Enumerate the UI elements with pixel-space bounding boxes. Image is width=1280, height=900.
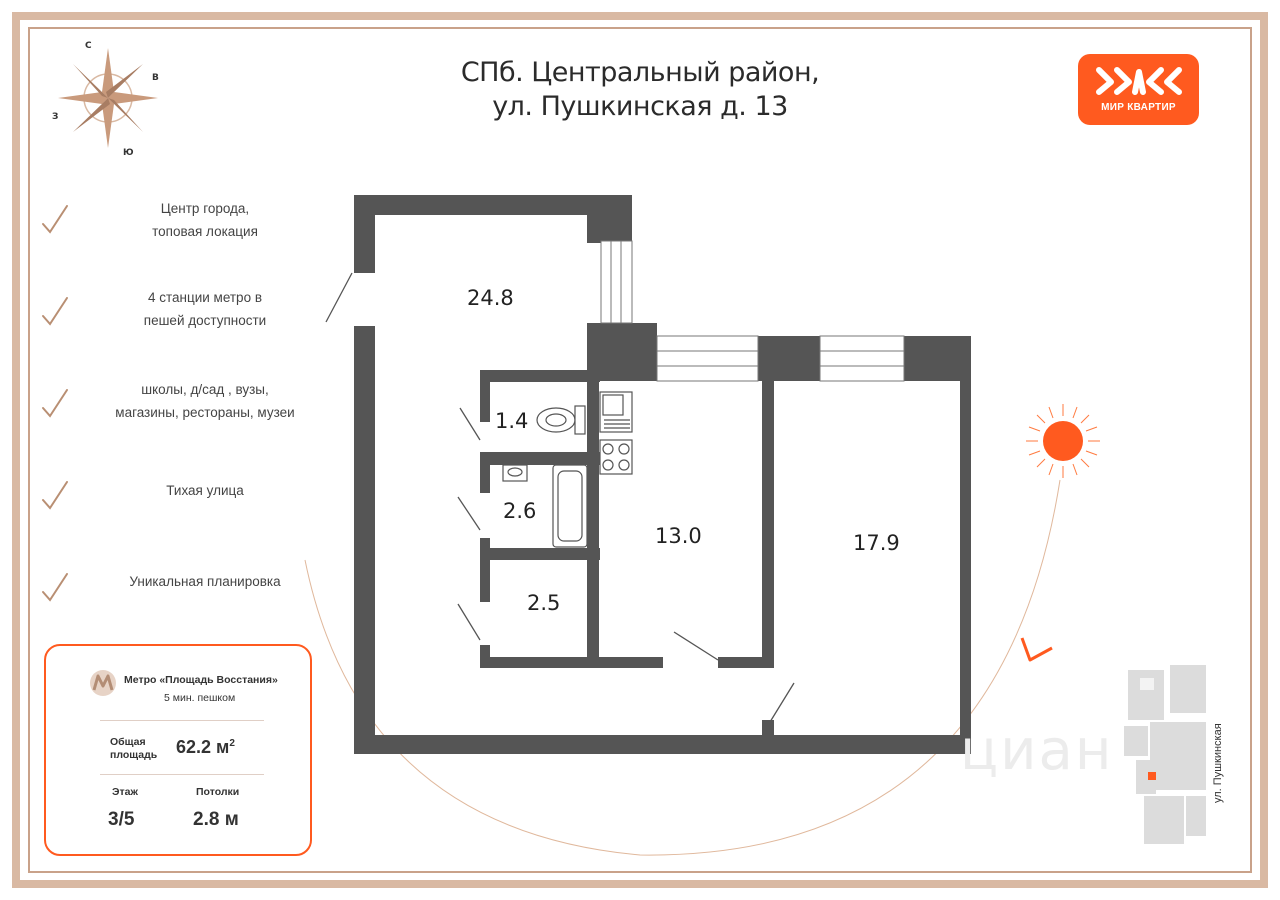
ceiling-value: 2.8 м [193,809,239,830]
street-label: ул. Пушкинская [1212,723,1224,803]
feature-text: Уникальная планировка [129,574,281,589]
kitchen-sink-icon [599,391,633,433]
page-title: СПб. Центральный район, ул. Пушкинская д… [440,56,840,124]
room-area-storage: 2.5 [527,591,561,615]
toilet-icon [536,405,586,435]
total-area-label-2: площадь [110,749,158,761]
feature-text: Центр города, топовая локация [152,201,258,239]
inner-frame [28,27,1252,873]
room-area-kitchen: 13.0 [655,524,702,548]
divider [100,720,264,721]
feature-item: Уникальная планировка [40,566,330,626]
check-icon [42,481,68,510]
divider [100,774,264,775]
watermark: циан [960,718,1114,783]
feature-item: Центр города, топовая локация [40,198,330,258]
compass-south-label: Ю [123,148,134,158]
floor-value: 3/5 [108,809,135,830]
doors [325,272,795,723]
room-area-toilet: 1.4 [495,409,529,433]
check-icon [42,205,68,234]
ceiling-label: Потолки [196,786,240,798]
floor-label: Этаж [112,786,138,798]
title-line-2: ул. Пушкинская д. 13 [492,91,788,122]
location-minimap [1124,665,1206,844]
windows [600,240,905,382]
info-card: Метро «Площадь Восстания» 5 мин. пешком … [44,644,312,856]
stove-icon [599,439,633,475]
metro-logo-icon [90,670,116,696]
compass-rose-icon [58,48,158,148]
direction-arrow-icon [1020,637,1053,662]
title-line-1: СПб. Центральный район, [460,57,820,88]
logo-mark-icon [1096,67,1182,95]
walls [354,195,971,754]
compass-north-label: С [85,41,92,51]
check-icon [42,297,68,326]
logo-text: МИР КВАРТИР [1101,102,1176,113]
feature-text: школы, д/сад , вузы, магазины, рестораны… [115,382,295,420]
brand-logo: МИР КВАРТИР [1078,54,1199,125]
metro-station: Метро «Площадь Восстания» [124,674,278,686]
compass-east-label: В [152,73,159,83]
bathtub-icon [552,464,588,548]
feature-text: 4 станции метро в пешей доступности [143,290,267,328]
room-area-bathroom: 2.6 [503,499,537,523]
room-area-bedroom: 17.9 [853,531,900,555]
check-icon [42,389,68,418]
moon-icon [287,528,312,571]
room-area-hall: 24.8 [467,286,514,310]
sun-icon [1026,404,1100,478]
compass-west-label: З [52,112,59,122]
total-area-value: 62.2 м2 [176,737,235,757]
feature-item: школы, д/сад , вузы, магазины, рестораны… [40,382,330,442]
check-icon [42,573,68,602]
feature-text: Тихая улица [166,483,244,498]
washbasin-icon [502,464,528,482]
total-area-label-1: Общая [110,736,146,748]
feature-item: 4 станции метро в пешей доступности [40,290,330,350]
metro-walk-time: 5 мин. пешком [164,692,236,704]
feature-item: Тихая улица [40,474,330,534]
